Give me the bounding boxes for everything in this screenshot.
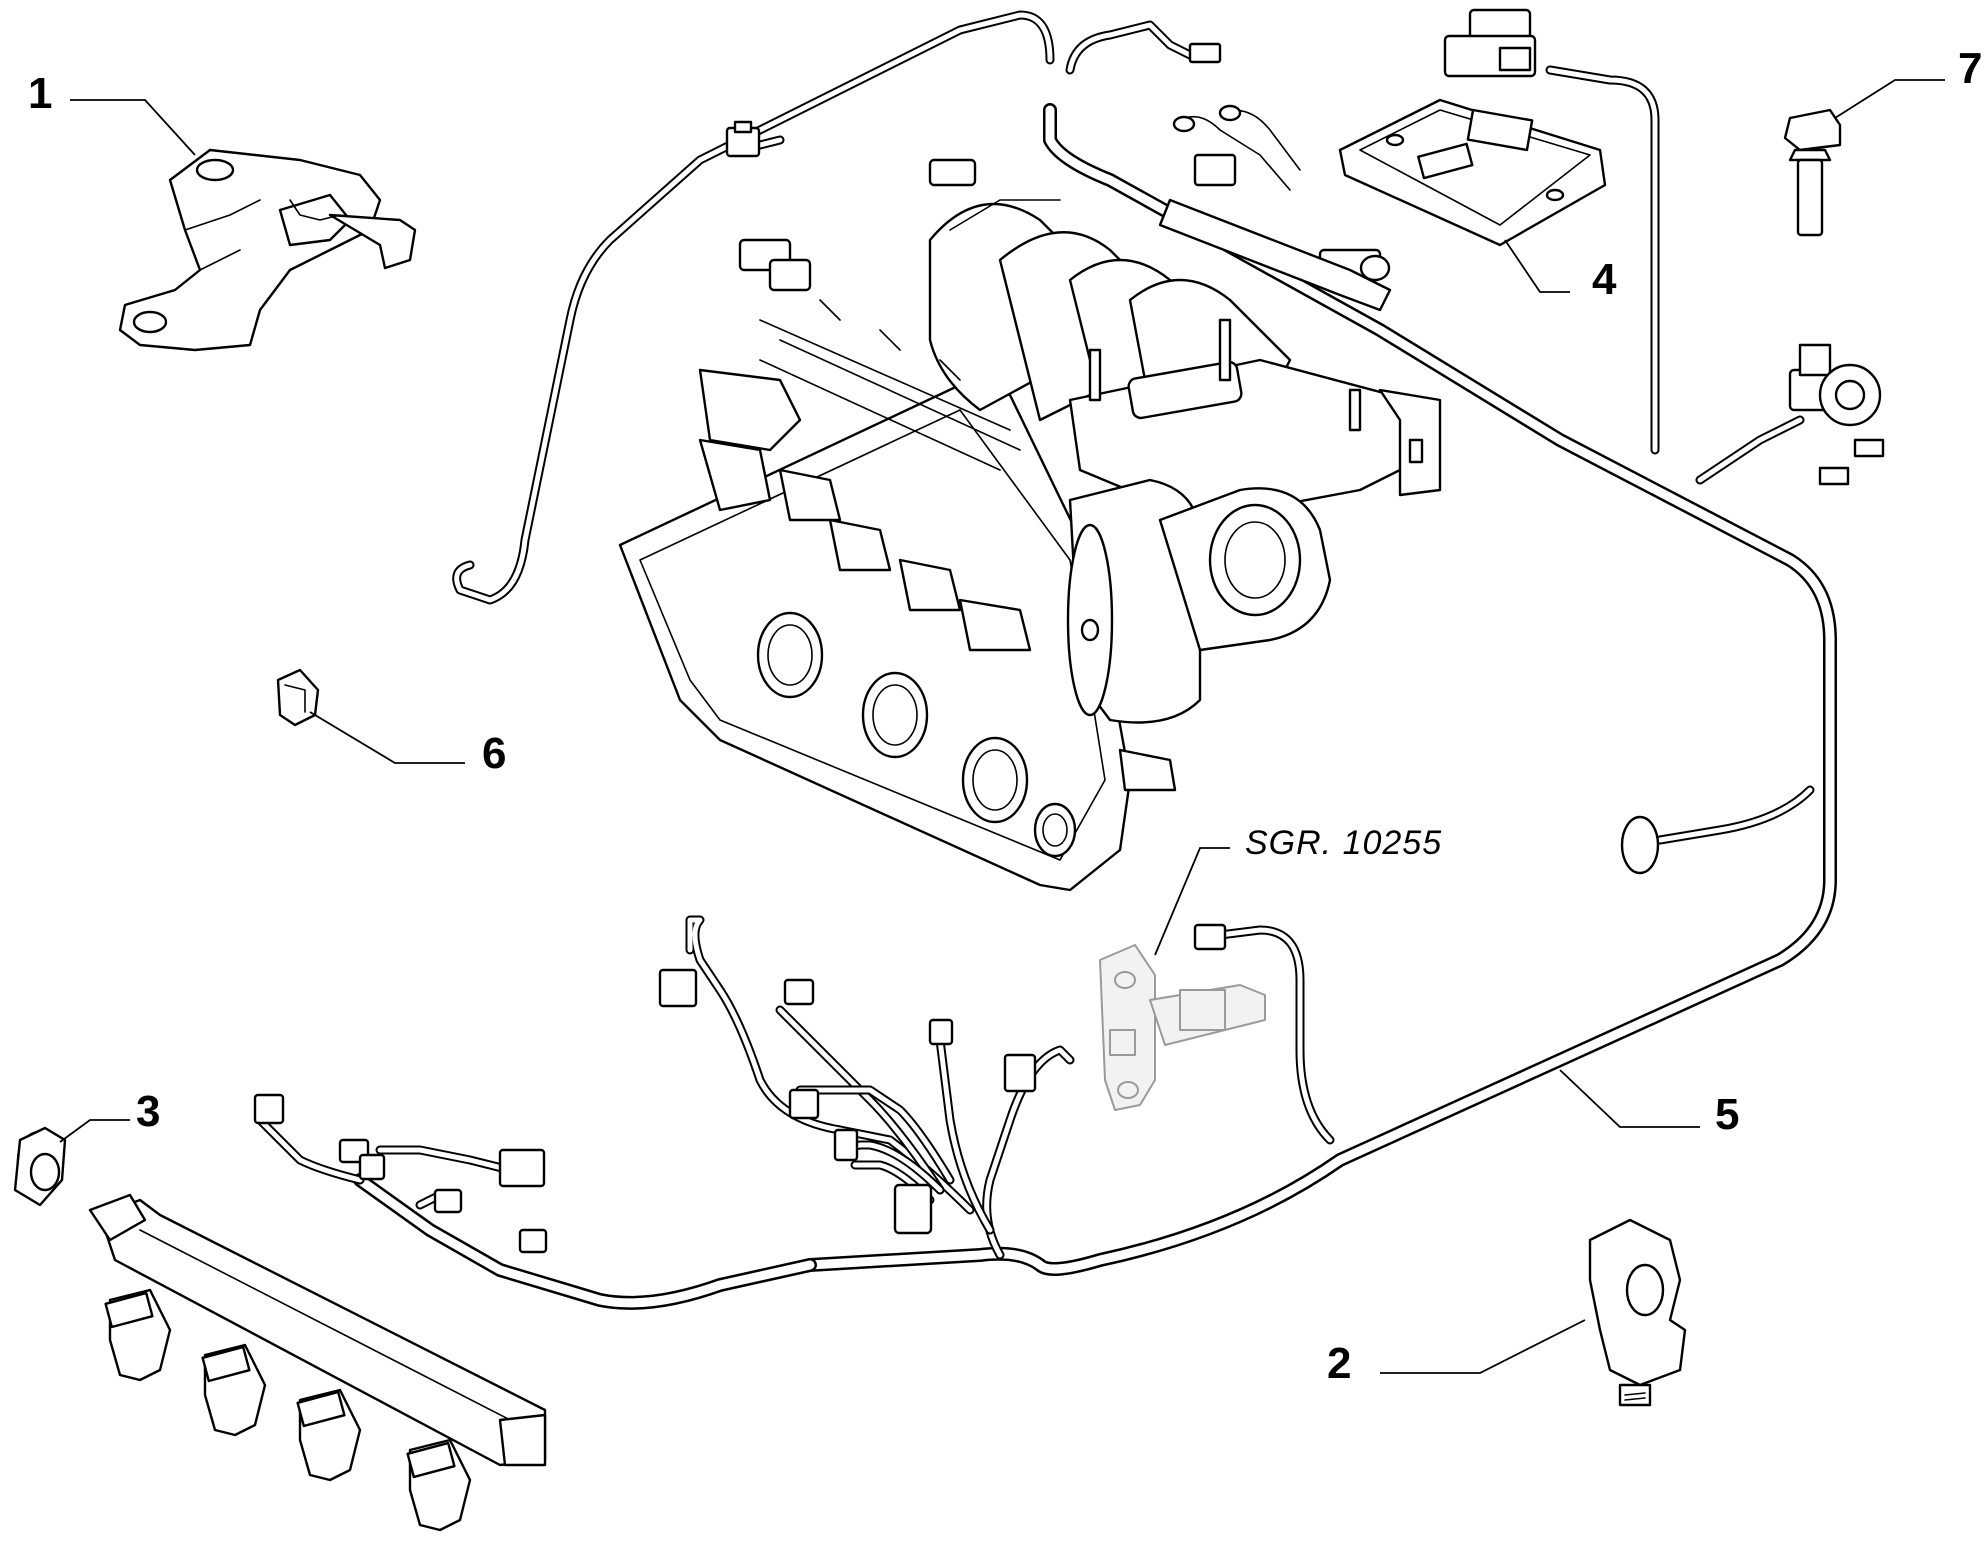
cap-part bbox=[13, 1126, 67, 1207]
clip-part bbox=[276, 668, 320, 727]
callout-1: 1 bbox=[28, 69, 53, 118]
callout-5: 5 bbox=[1715, 1090, 1740, 1139]
injectors bbox=[104, 1288, 472, 1532]
bracket-part bbox=[118, 148, 417, 352]
callout-6: 6 bbox=[482, 729, 507, 778]
reference-sensor bbox=[1099, 944, 1266, 1111]
callout-2: 2 bbox=[1327, 1339, 1352, 1388]
fuel-rail bbox=[88, 1193, 547, 1532]
callout-7: 7 bbox=[1958, 44, 1983, 93]
harness-connectors bbox=[253, 8, 1885, 1254]
ring-terminals bbox=[1172, 104, 1301, 191]
intake-manifold bbox=[618, 158, 1442, 892]
clip-stud-part bbox=[1588, 1218, 1687, 1407]
bolt-part bbox=[1783, 108, 1842, 237]
callout-4: 4 bbox=[1592, 255, 1617, 304]
leader-lines bbox=[59, 79, 1945, 1374]
module-part bbox=[1338, 98, 1607, 247]
reference-label: SGR. 10255 bbox=[1245, 824, 1443, 862]
callout-3: 3 bbox=[136, 1087, 161, 1136]
